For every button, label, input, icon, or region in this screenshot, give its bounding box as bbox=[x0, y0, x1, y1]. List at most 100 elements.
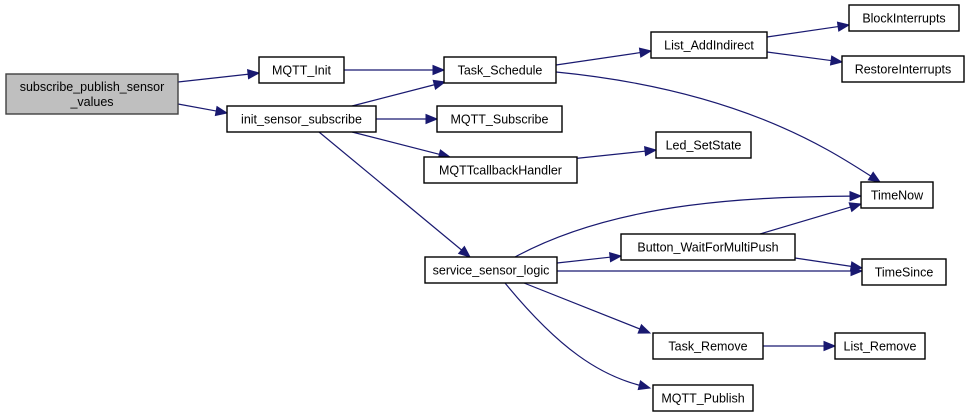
node-box[interactable] bbox=[860, 181, 934, 209]
node-mqtt-subscribe[interactable]: MQTT_Subscribe bbox=[436, 105, 563, 133]
node-label: Task_Remove bbox=[668, 340, 747, 354]
node-label: List_Remove bbox=[844, 340, 917, 354]
node-box[interactable] bbox=[620, 233, 796, 261]
edge-line bbox=[759, 206, 852, 235]
node-box[interactable] bbox=[861, 258, 947, 286]
node-label: subscribe_publish_sensor bbox=[20, 80, 165, 94]
node-box[interactable] bbox=[652, 384, 754, 412]
node-init-sensor-subscribe[interactable]: init_sensor_subscribe bbox=[226, 105, 377, 133]
edge-init-sensor-subscribe-to-service-sensor-logic bbox=[318, 131, 472, 258]
node-label: TimeNow bbox=[871, 189, 924, 203]
edge-init-sensor-subscribe-to-mqtt-subscribe bbox=[376, 113, 439, 125]
edge-line bbox=[351, 83, 436, 107]
edge-line bbox=[177, 103, 218, 112]
node-box[interactable] bbox=[423, 156, 578, 184]
edge-line bbox=[766, 51, 833, 62]
node-box[interactable] bbox=[841, 55, 965, 83]
node-label: BlockInterrupts bbox=[862, 12, 945, 26]
node-led-setstate[interactable]: Led_SetState bbox=[655, 131, 752, 159]
node-mqtt-publish[interactable]: MQTT_Publish bbox=[652, 384, 754, 412]
edge-service-sensor-logic-to-mqtt-publish bbox=[504, 282, 652, 391]
arrow-head-icon bbox=[867, 171, 882, 183]
node-box[interactable] bbox=[655, 131, 752, 159]
edge-service-sensor-logic-to-timenow bbox=[514, 190, 863, 258]
edge-line bbox=[555, 51, 642, 66]
node-label: RestoreInterrupts bbox=[855, 63, 952, 77]
node-mqtt-callback-handler[interactable]: MQTTcallbackHandler bbox=[423, 156, 578, 184]
node-box[interactable] bbox=[443, 56, 557, 84]
edge-line bbox=[177, 73, 250, 83]
node-label: MQTT_Init bbox=[272, 64, 332, 78]
edge-service-sensor-logic-to-timesince bbox=[557, 265, 864, 277]
edge-init-sensor-subscribe-to-task-schedule bbox=[351, 79, 447, 107]
edge-line bbox=[514, 195, 852, 258]
edge-line bbox=[766, 25, 840, 38]
edge-list-addindirect-to-block-interrupts bbox=[766, 21, 851, 38]
node-button-waitformultipush[interactable]: Button_WaitForMultiPush bbox=[620, 233, 796, 261]
node-label: init_sensor_subscribe bbox=[241, 113, 362, 127]
node-box[interactable] bbox=[226, 105, 377, 133]
arrow-head-icon bbox=[849, 190, 863, 202]
node-task-remove[interactable]: Task_Remove bbox=[652, 332, 764, 360]
arrow-head-icon bbox=[823, 340, 837, 352]
node-box[interactable] bbox=[258, 56, 345, 84]
node-label: List_AddIndirect bbox=[664, 39, 754, 53]
edges-layer bbox=[177, 21, 882, 391]
node-block-interrupts[interactable]: BlockInterrupts bbox=[848, 4, 960, 32]
nodes-layer: subscribe_publish_sensor_values MQTT_Init… bbox=[5, 4, 965, 412]
edge-line bbox=[351, 131, 441, 156]
arrow-head-icon bbox=[849, 261, 864, 272]
edge-button-waitformultipush-to-timesince bbox=[794, 257, 864, 272]
node-service-sensor-logic[interactable]: service_sensor_logic bbox=[424, 256, 558, 284]
node-label: Button_WaitForMultiPush bbox=[637, 241, 778, 255]
node-task-schedule[interactable]: Task_Schedule bbox=[443, 56, 557, 84]
edge-line bbox=[556, 256, 612, 264]
node-list-addindirect[interactable]: List_AddIndirect bbox=[650, 31, 768, 59]
edge-root-to-mqtt-init bbox=[177, 69, 261, 83]
arrow-head-icon bbox=[425, 113, 439, 125]
arrow-head-icon bbox=[637, 323, 652, 334]
node-label: TimeSince bbox=[875, 266, 934, 280]
edge-service-sensor-logic-to-task-remove bbox=[523, 282, 652, 334]
node-label: Led_SetState bbox=[666, 139, 742, 153]
edge-list-addindirect-to-restore-interrupts bbox=[766, 51, 844, 66]
arrow-head-icon bbox=[638, 47, 653, 58]
arrow-head-icon bbox=[836, 21, 851, 32]
node-mqtt-init[interactable]: MQTT_Init bbox=[258, 56, 345, 84]
arrow-head-icon bbox=[608, 252, 623, 263]
node-box[interactable] bbox=[436, 105, 563, 133]
edge-button-waitformultipush-to-timenow bbox=[759, 202, 863, 235]
node-box[interactable] bbox=[424, 256, 558, 284]
node-box[interactable] bbox=[650, 31, 768, 59]
node-label: _values bbox=[69, 95, 113, 109]
node-label: MQTTcallbackHandler bbox=[439, 164, 562, 178]
node-root[interactable]: subscribe_publish_sensor_values bbox=[5, 73, 179, 115]
arrow-head-icon bbox=[246, 69, 261, 80]
edge-line bbox=[523, 282, 641, 330]
arrow-head-icon bbox=[848, 202, 863, 213]
arrow-head-icon bbox=[457, 245, 472, 258]
edge-task-schedule-to-timenow bbox=[555, 71, 882, 183]
node-list-remove[interactable]: List_Remove bbox=[834, 332, 926, 360]
arrow-head-icon bbox=[214, 105, 229, 117]
node-box[interactable] bbox=[848, 4, 960, 32]
edge-service-sensor-logic-to-button-waitformultipush bbox=[556, 252, 623, 264]
node-box[interactable] bbox=[834, 332, 926, 360]
node-box[interactable] bbox=[5, 73, 179, 115]
arrow-head-icon bbox=[644, 145, 658, 157]
node-label: Task_Schedule bbox=[458, 64, 543, 78]
node-timesince[interactable]: TimeSince bbox=[861, 258, 947, 286]
edge-line bbox=[318, 131, 463, 252]
node-label: MQTT_Publish bbox=[661, 392, 744, 406]
node-timenow[interactable]: TimeNow bbox=[860, 181, 934, 209]
arrow-head-icon bbox=[432, 79, 447, 90]
edge-mqtt-init-to-task-schedule bbox=[344, 64, 446, 76]
node-label: service_sensor_logic bbox=[433, 264, 550, 278]
edge-line bbox=[794, 257, 853, 268]
node-box[interactable] bbox=[652, 332, 764, 360]
arrow-head-icon bbox=[829, 55, 844, 66]
arrow-head-icon bbox=[637, 380, 652, 391]
node-restore-interrupts[interactable]: RestoreInterrupts bbox=[841, 55, 965, 83]
edge-root-to-init-sensor-subscribe bbox=[177, 103, 229, 117]
